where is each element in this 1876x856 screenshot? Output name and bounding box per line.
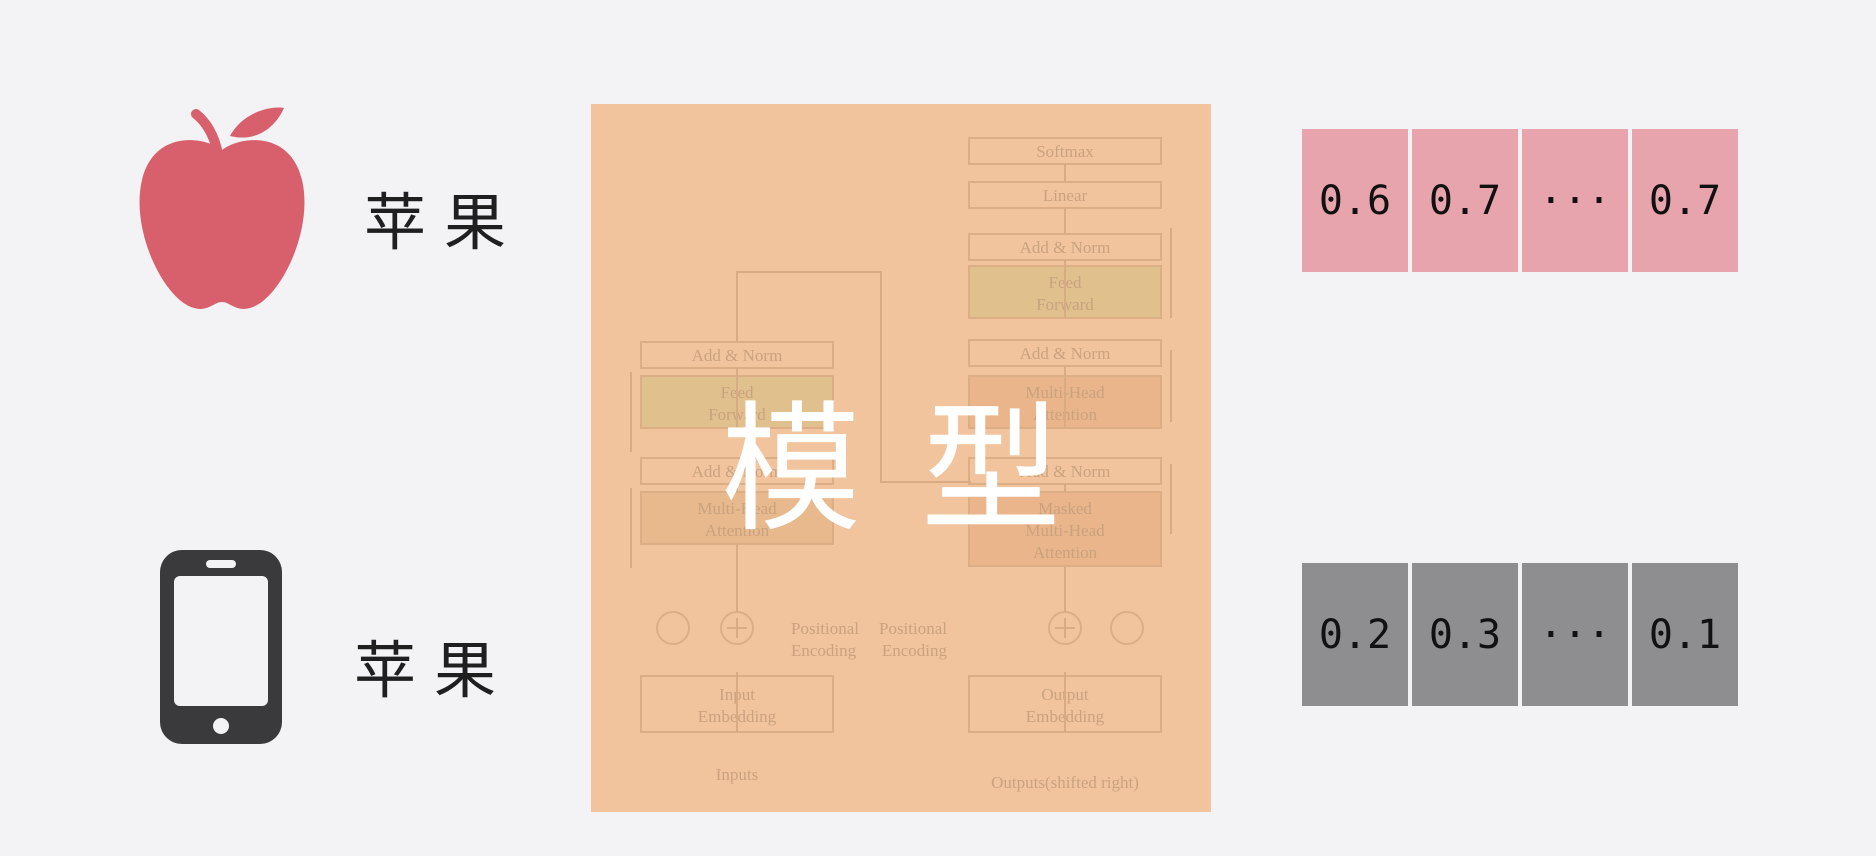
vector-cell: 0.6 bbox=[1302, 129, 1408, 272]
row-word-apple: 苹果 bbox=[364, 186, 525, 259]
embedding-vector-apple: 0.6 0.7 ··· 0.7 bbox=[1302, 129, 1738, 272]
label-enc-pos1: Positional bbox=[791, 619, 859, 638]
vector-cell: 0.7 bbox=[1632, 129, 1738, 272]
label-dec-pos1: Positional bbox=[879, 619, 947, 638]
vector-cell: ··· bbox=[1522, 129, 1628, 272]
model-title: 模型 bbox=[720, 389, 1121, 552]
vector-cell: 0.2 bbox=[1302, 563, 1408, 706]
label-softmax: Softmax bbox=[1036, 142, 1094, 161]
label-enc-mha2: Attention bbox=[705, 521, 770, 540]
label-dec-add-norm-low: Add & Norm bbox=[1020, 462, 1111, 481]
label-dec-add-norm-top: Add & Norm bbox=[1020, 238, 1111, 257]
label-dec-masked2: Multi-Head bbox=[1025, 521, 1105, 540]
row-word-phone: 苹果 bbox=[354, 634, 515, 707]
vector-cell: 0.3 bbox=[1412, 563, 1518, 706]
label-enc-add-norm-top: Add & Norm bbox=[692, 346, 783, 365]
apple-fruit-icon bbox=[134, 100, 310, 312]
label-enc-add-norm-low: Add & Norm bbox=[692, 462, 783, 481]
transformer-diagram: Softmax Linear Add & Norm Feed Forward A… bbox=[630, 137, 1172, 792]
label-enc-pos2: Encoding bbox=[791, 641, 857, 660]
label-dec-add-norm-mid: Add & Norm bbox=[1020, 344, 1111, 363]
embedding-vector-phone: 0.2 0.3 ··· 0.1 bbox=[1302, 563, 1738, 706]
label-dec-masked3: Attention bbox=[1033, 543, 1098, 562]
label-outputs: Outputs(shifted right) bbox=[991, 773, 1139, 792]
label-enc-mha1: Multi-Head bbox=[697, 499, 777, 518]
label-dec-pos2: Encoding bbox=[882, 641, 948, 660]
vector-cell: ··· bbox=[1522, 563, 1628, 706]
smartphone-icon bbox=[156, 546, 286, 748]
vector-cell: 0.1 bbox=[1632, 563, 1738, 706]
vector-cell: 0.7 bbox=[1412, 129, 1518, 272]
label-linear: Linear bbox=[1043, 186, 1088, 205]
label-dec-masked1: Masked bbox=[1038, 499, 1092, 518]
label-inputs: Inputs bbox=[716, 765, 759, 784]
model-box: Softmax Linear Add & Norm Feed Forward A… bbox=[591, 104, 1211, 812]
